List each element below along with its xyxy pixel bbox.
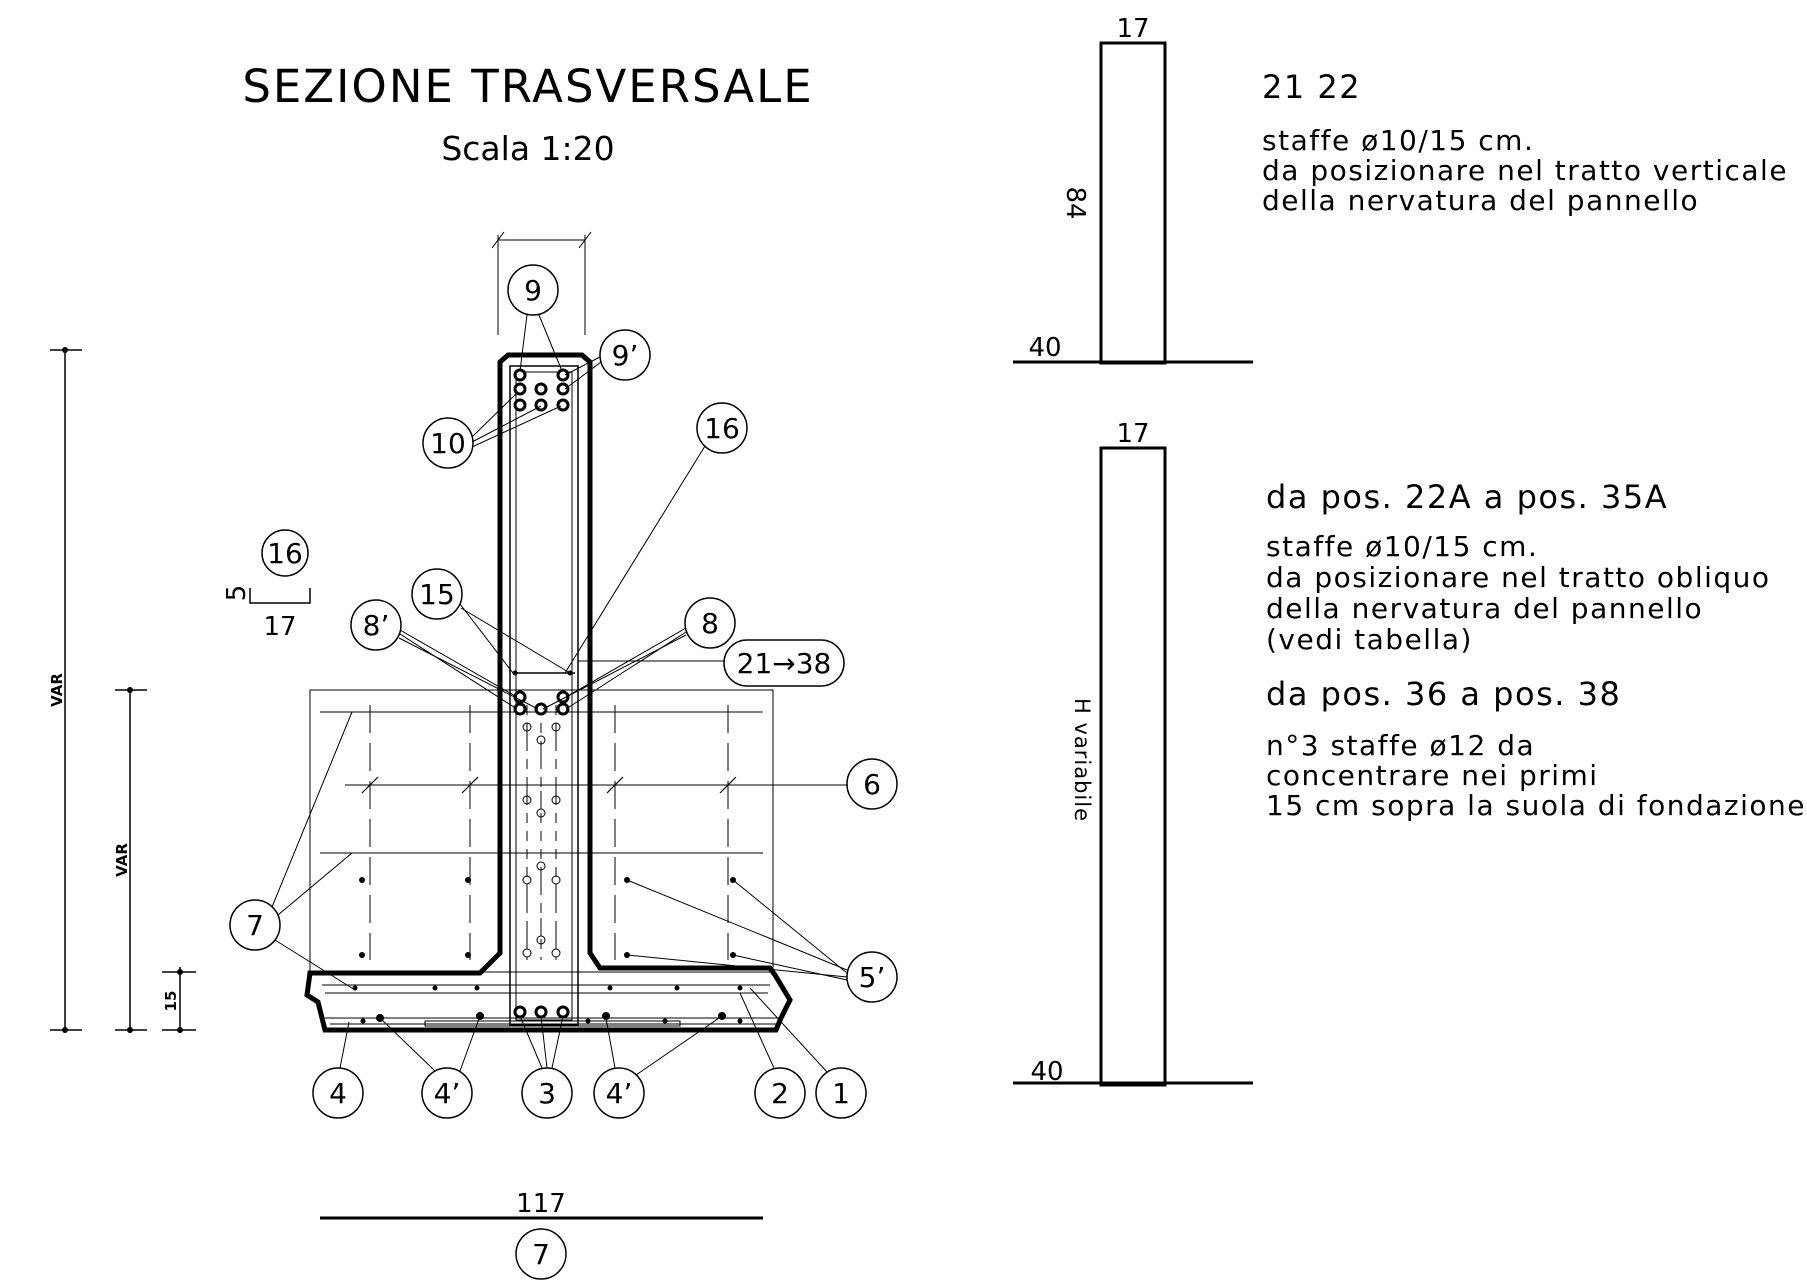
- callout-10: 10: [422, 391, 562, 469]
- concrete-outline: [304, 352, 793, 1033]
- svg-text:2: 2: [771, 1077, 789, 1110]
- stem-width-dimension: [491, 231, 592, 335]
- cross-section: VAR VAR 15 16 5 17: [48, 231, 898, 1280]
- stirrup-bottom-line-4: (vedi tabella): [1266, 623, 1473, 656]
- stirrup-top-heading: 21 22: [1262, 68, 1361, 106]
- drawing-scale: Scala 1:20: [441, 129, 614, 168]
- svg-text:16: 16: [704, 412, 740, 445]
- svg-text:9’: 9’: [612, 339, 639, 372]
- callout-9-prime: 9’: [564, 329, 651, 390]
- svg-text:5’: 5’: [859, 961, 886, 994]
- dimension-var-left-label: VAR: [48, 673, 66, 707]
- dimension-var-mid: VAR: [113, 687, 147, 1033]
- svg-text:9: 9: [524, 274, 542, 307]
- bar-7-detail: 117 7: [320, 1189, 763, 1280]
- callout-4-prime-right: 4’: [593, 1015, 723, 1119]
- hook-detail-16: 16 5 17: [222, 529, 311, 642]
- stem-pins: [522, 722, 561, 958]
- callout-1: 1: [749, 987, 867, 1119]
- stirrup-top-base: 40: [1028, 333, 1061, 363]
- svg-text:8’: 8’: [363, 609, 390, 642]
- svg-text:21→38: 21→38: [737, 647, 832, 680]
- stirrup-bottom-base: 40: [1030, 1057, 1063, 1087]
- stirrup-bottom-line-1: staffe ø10/15 cm.: [1266, 530, 1538, 563]
- stirrup-bottom-line-3: della nervatura del pannello: [1266, 592, 1703, 625]
- dimension-var-left: VAR: [48, 347, 82, 1033]
- svg-text:7: 7: [246, 909, 264, 942]
- callout-9: 9: [507, 264, 563, 372]
- callout-6: 6: [846, 758, 898, 810]
- callout-21-38: 21→38: [577, 639, 845, 687]
- svg-text:3: 3: [538, 1077, 556, 1110]
- backfill-outline: [309, 689, 774, 973]
- stirrup-detail-bottom: 17 40 H variabile da pos. 22A a pos. 35A…: [1013, 419, 1806, 1087]
- svg-text:10: 10: [430, 427, 466, 460]
- stirrup-top-height: 84: [1060, 186, 1090, 219]
- stirrup-top-line-2: da posizionare nel tratto verticale: [1262, 154, 1788, 187]
- callout-4: 4: [312, 1021, 364, 1119]
- callout-4-prime-left: 4’: [379, 1015, 481, 1119]
- stirrup-bottom-line-7: 15 cm sopra la suola di fondazione: [1266, 789, 1806, 822]
- stem-stirrup-outer: [509, 365, 579, 1026]
- stirrup-detail-top: 17 40 84 21 22 staffe ø10/15 cm. da posi…: [1013, 14, 1788, 365]
- stirrup-top-line-3: della nervatura del pannello: [1262, 184, 1699, 217]
- stirrup-bottom-heading-2: da pos. 36 a pos. 38: [1266, 675, 1621, 713]
- svg-text:15: 15: [419, 578, 455, 611]
- stirrup-bottom-line-6: concentrare nei primi: [1266, 759, 1599, 792]
- bar-7-tag: 7: [532, 1238, 550, 1271]
- callout-3: 3: [519, 1015, 573, 1119]
- distribution-bars: [369, 705, 729, 960]
- callout-7: 7: [229, 711, 356, 991]
- dimension-15-label: 15: [162, 991, 180, 1012]
- stirrup-top-line-1: staffe ø10/15 cm.: [1262, 124, 1534, 157]
- dimension-15: 15: [162, 967, 196, 1033]
- dimension-var-mid-label: VAR: [113, 843, 131, 877]
- hook-detail-length: 17: [263, 612, 296, 642]
- svg-text:4’: 4’: [606, 1077, 633, 1110]
- stirrup-bottom-height: H variabile: [1070, 698, 1094, 822]
- svg-text:4’: 4’: [434, 1077, 461, 1110]
- hook-detail-tag: 16: [267, 537, 303, 570]
- callout-8: 8: [542, 597, 736, 710]
- stem-stirrup-inner: [515, 371, 573, 1021]
- svg-text:8: 8: [701, 607, 719, 640]
- callout-2: 2: [739, 992, 806, 1119]
- stirrup-bottom-width: 17: [1116, 419, 1149, 449]
- svg-text:6: 6: [863, 768, 881, 801]
- svg-text:4: 4: [329, 1077, 347, 1110]
- stirrup-bottom-line-5: n°3 staffe ø12 da: [1266, 729, 1535, 762]
- bar-dots: [359, 877, 736, 958]
- stirrup-bottom-heading-1: da pos. 22A a pos. 35A: [1266, 478, 1668, 516]
- bar-7-length: 117: [516, 1189, 566, 1219]
- callout-8-prime: 8’: [350, 599, 539, 710]
- callout-5-prime: 5’: [626, 879, 898, 1003]
- callout-15: 15: [411, 568, 571, 674]
- callout-16: 16: [564, 402, 748, 674]
- stirrup-top-width: 17: [1116, 14, 1149, 44]
- hook-detail-height: 5: [222, 585, 252, 602]
- stirrup-bottom-line-2: da posizionare nel tratto obliquo: [1266, 561, 1771, 594]
- drawing-title: SEZIONE TRASVERSALE: [242, 60, 813, 113]
- svg-text:1: 1: [832, 1077, 850, 1110]
